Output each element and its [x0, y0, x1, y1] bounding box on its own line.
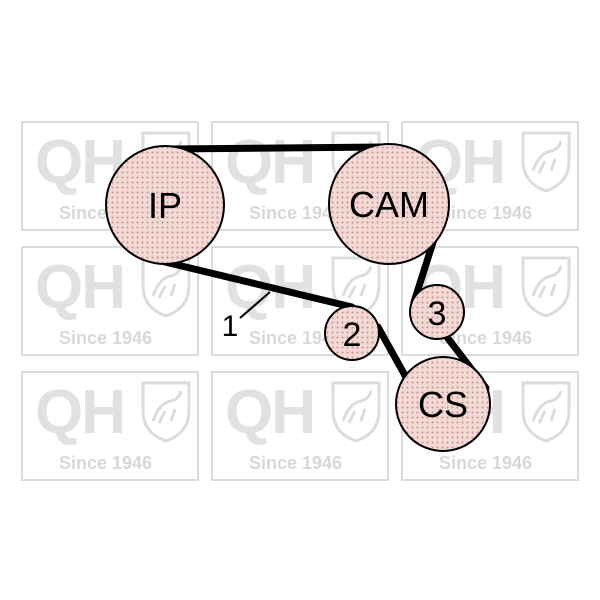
pulley-label-ip: IP [148, 185, 182, 226]
pulley-label-3: 3 [428, 295, 447, 333]
watermark-tagline: Since 1946 [439, 453, 533, 473]
watermark-logo: QH [225, 378, 316, 447]
watermark-tagline: Since 1946 [439, 203, 533, 223]
watermark-logo: QH [225, 128, 316, 197]
watermark-tagline: Since 1946 [59, 328, 153, 348]
watermark-tagline: Since 1946 [249, 328, 343, 348]
shield-icon [521, 381, 571, 443]
pulley-label-cs: CS [418, 384, 468, 425]
belt-segment [161, 258, 356, 311]
pulley-label-cam: CAM [349, 184, 429, 225]
pulley-cam: CAM [328, 143, 450, 265]
watermark-tile: QH Since 1946 [21, 246, 199, 356]
shield-icon [521, 131, 571, 193]
watermark-tile: QH Since 1946 [21, 371, 199, 481]
belt-segment [166, 143, 389, 153]
pulley-idler-3: 3 [409, 284, 465, 340]
shield-icon [331, 381, 381, 443]
shield-icon [141, 381, 191, 443]
shield-icon [141, 256, 191, 318]
belt-callout-leader [239, 291, 271, 319]
pulley-idler-2: 2 [324, 305, 380, 361]
watermark-logo: QH [35, 253, 126, 322]
watermark-tagline: Since 1946 [249, 453, 343, 473]
belt-label: 1 [222, 310, 239, 343]
shield-icon [521, 256, 571, 318]
watermark-tagline: Since 1946 [59, 453, 153, 473]
pulley-label-2: 2 [343, 316, 362, 354]
watermark-tagline: Since 1946 [439, 328, 533, 348]
watermark-tile: QH Since 1946 [211, 371, 389, 481]
watermark-logo: QH [35, 378, 126, 447]
watermark-tagline: Since 1946 [249, 203, 343, 223]
pulley-ip: IP [105, 145, 225, 265]
pulley-cs: CS [395, 356, 491, 452]
